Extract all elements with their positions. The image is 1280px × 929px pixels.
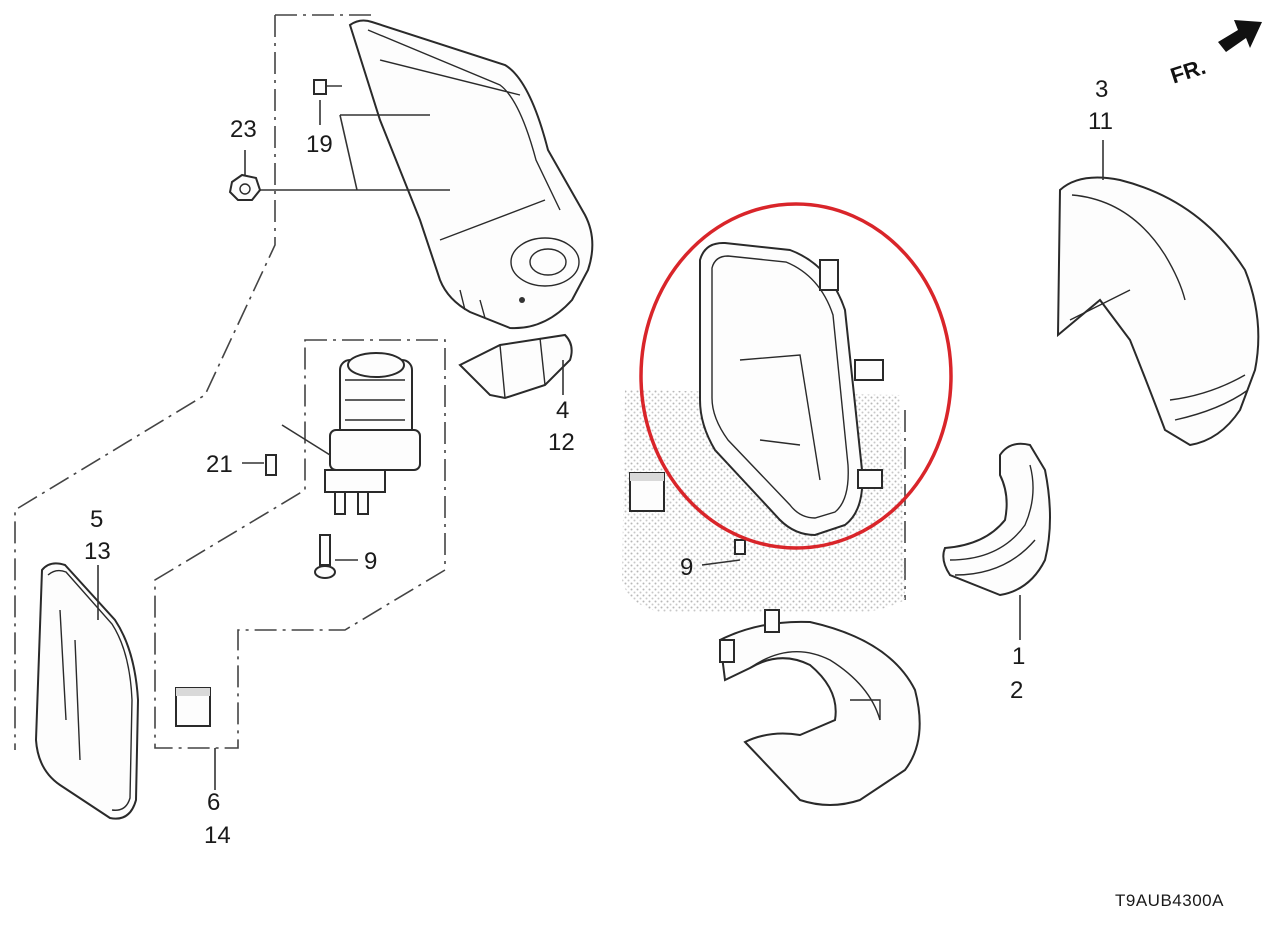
screw-9-left bbox=[314, 534, 358, 579]
mirror-cap bbox=[1056, 140, 1260, 447]
nut-23 bbox=[228, 173, 262, 201]
mirror-base-housing bbox=[348, 19, 594, 330]
highlighted-mirror-frame bbox=[699, 241, 884, 537]
callout-labels: 23 19 4 12 21 9 9 5 13 6 14 3 11 1 2 bbox=[84, 76, 1113, 849]
callout-13: 13 bbox=[84, 538, 111, 565]
screw-21 bbox=[242, 454, 277, 476]
highlight-circle bbox=[639, 202, 953, 550]
callout-2: 2 bbox=[1010, 677, 1023, 704]
figure-code: T9AUB4300A bbox=[1115, 891, 1224, 910]
turn-signal-lamp bbox=[942, 442, 1051, 640]
callout-21: 21 bbox=[206, 451, 233, 478]
fr-label: FR. bbox=[1167, 54, 1208, 89]
connector-6 bbox=[175, 687, 216, 790]
mirror-glass bbox=[34, 562, 140, 820]
assembly-boundary-lines bbox=[14, 14, 906, 750]
callout-5: 5 bbox=[90, 506, 103, 533]
bolt-19 bbox=[313, 79, 342, 95]
lower-cover bbox=[718, 609, 921, 806]
callout-14: 14 bbox=[204, 822, 231, 849]
arrow-right-icon bbox=[1218, 20, 1262, 52]
callout-9-center: 9 bbox=[680, 554, 693, 581]
cover-part-4 bbox=[458, 333, 573, 400]
callout-9-left: 9 bbox=[364, 548, 377, 575]
callout-1: 1 bbox=[1012, 643, 1025, 670]
callout-4: 4 bbox=[556, 397, 569, 424]
callout-12: 12 bbox=[548, 429, 575, 456]
front-direction-indicator: FR. bbox=[1167, 20, 1262, 89]
callout-19: 19 bbox=[306, 131, 333, 158]
leader-lines-top bbox=[244, 100, 450, 191]
callout-11: 11 bbox=[1088, 108, 1113, 135]
callout-3: 3 bbox=[1095, 76, 1108, 103]
callout-23: 23 bbox=[230, 116, 257, 143]
mirror-actuator bbox=[281, 352, 421, 515]
callout-6: 6 bbox=[207, 789, 220, 816]
